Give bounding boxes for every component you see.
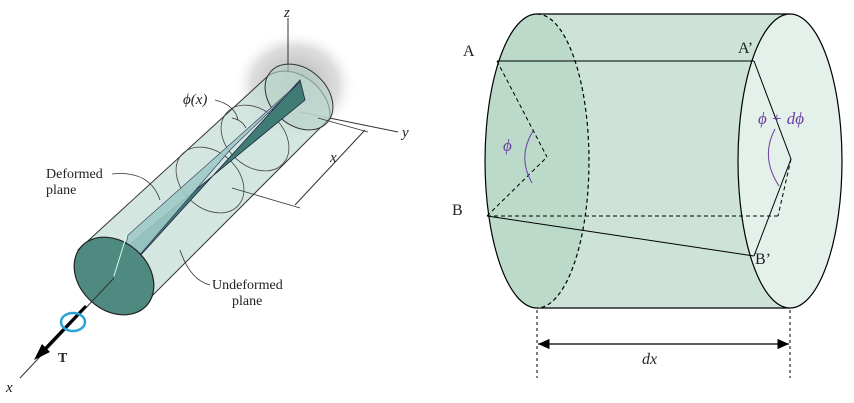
phi-label: ϕ — [503, 136, 512, 155]
undeformed-plane-label-2: plane — [232, 294, 262, 309]
x-dimension-label: x — [329, 150, 337, 166]
undeformed-plane-label-1: Undeformed — [212, 278, 283, 293]
right-figure: A A’ B B’ ϕ ϕ + dϕ dx — [452, 13, 843, 378]
radius-b-prime-dashed — [777, 158, 792, 217]
phi-x-angle-arc — [231, 117, 247, 129]
z-axis-label: z — [283, 5, 290, 21]
dx-label: dx — [642, 351, 657, 368]
front-face-radius — [113, 233, 128, 277]
phi-x-label: ϕ(x) — [183, 92, 207, 108]
deformed-plane-label-2: plane — [46, 183, 76, 198]
left-end-dashed — [536, 13, 590, 309]
point-a-label: A — [463, 43, 475, 60]
line-b-b-prime — [486, 215, 755, 257]
point-b-prime-label: B’ — [755, 251, 771, 268]
point-b-label: B — [452, 202, 463, 219]
x-dimension-line — [294, 129, 366, 206]
torque-arrowhead — [34, 344, 50, 360]
radius-a-prime — [753, 60, 792, 160]
x-dim-ext-1 — [231, 187, 301, 209]
torque-label: T — [58, 351, 68, 366]
y-axis-label: y — [400, 125, 409, 141]
x-dim-ext-2 — [317, 117, 369, 133]
deformed-plane-label-1: Deformed — [46, 167, 103, 182]
radius-b-prime — [753, 158, 792, 257]
point-a-prime-label: A’ — [738, 40, 753, 57]
radius-b — [486, 156, 548, 217]
phi-angle-arc — [524, 130, 534, 184]
phi-x-leader — [214, 99, 239, 121]
left-end-face — [485, 14, 589, 308]
x-axis-label: x — [5, 380, 13, 396]
torque-rotation-arrow — [59, 311, 87, 333]
left-figure: z y x T x ϕ(x) Deforme — [5, 5, 409, 396]
left-end-solid — [484, 13, 538, 309]
deformed-plane-leader — [111, 173, 161, 201]
phi-dphi-angle-arc — [768, 128, 780, 187]
undeformed-plane-leader — [179, 249, 211, 286]
phi-plus-dphi-label: ϕ + dϕ — [758, 109, 804, 128]
